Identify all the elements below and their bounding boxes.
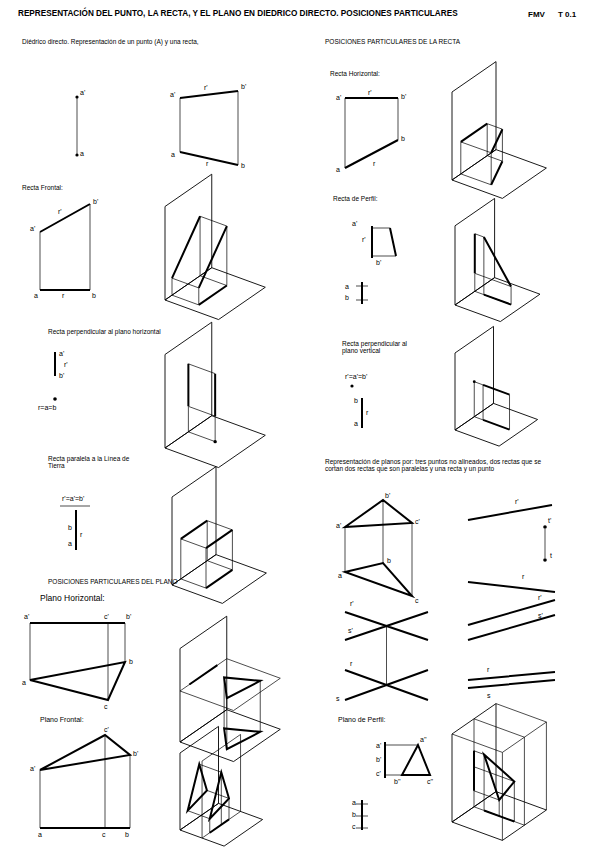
point-label: a <box>68 540 72 548</box>
point-label: b <box>401 135 405 143</box>
section-heading: Plano de Perfil: <box>338 716 385 724</box>
sheet-title: REPRESENTACIÓN DEL PUNTO, LA RECTA, Y EL… <box>18 9 458 18</box>
point-label: c <box>104 703 108 711</box>
point-label: b' <box>376 259 381 267</box>
point-label: b' <box>126 613 131 621</box>
point-label: b' <box>59 372 64 380</box>
point-label: b <box>125 831 129 839</box>
point-label: a' <box>336 94 341 102</box>
point-label: b <box>68 524 72 532</box>
point-label: a' <box>352 220 357 228</box>
point-label: a' <box>30 225 35 233</box>
point-label: a' <box>59 350 64 358</box>
point-label: c' <box>376 770 381 778</box>
point-label: a' <box>80 89 85 97</box>
point-label: r <box>206 160 208 168</box>
point-label: b <box>352 811 356 819</box>
sheet-code: T 0.1 <box>558 10 576 19</box>
point-label: b'' <box>394 778 401 786</box>
point-label: a <box>38 831 42 839</box>
section-heading: Recta de Perfil: <box>333 195 377 202</box>
point-label: r'=a'=b' <box>62 495 84 503</box>
section-heading: Recta Horizontal: <box>330 70 380 77</box>
point-label: c' <box>415 518 420 526</box>
point-label: b' <box>385 492 390 500</box>
point-label: s <box>336 695 340 703</box>
point-label: a' <box>170 91 175 99</box>
point-label: s <box>487 692 491 700</box>
point-label: b <box>354 397 358 405</box>
point-label: r <box>487 666 489 674</box>
point-label: r' <box>58 208 62 216</box>
section-heading: Recta paralela a la Línea de Tierra <box>48 455 143 470</box>
point-label: r' <box>515 498 519 506</box>
point-label: r' <box>204 84 208 92</box>
point-label: b' <box>93 198 98 206</box>
point-label: b' <box>376 756 381 764</box>
point-label: r' <box>538 594 542 602</box>
point-label: b <box>92 292 96 300</box>
point-label: b <box>345 294 349 302</box>
point-label: a <box>22 679 26 687</box>
point-label: a <box>336 166 340 174</box>
point-label: r <box>62 292 64 300</box>
point-label: s' <box>348 627 353 635</box>
point-label: r <box>522 573 524 581</box>
point-label: a <box>338 572 342 580</box>
point-label: r' <box>368 89 372 97</box>
point-label: t' <box>548 517 551 525</box>
point-label: c' <box>104 726 109 734</box>
section-heading: Representación de planos por: tres punto… <box>325 458 547 473</box>
point-label: a <box>354 420 358 428</box>
section-heading: Diédrico directo. Representación de un p… <box>22 38 199 45</box>
point-label: r=a=b <box>38 404 56 412</box>
point-label: r' <box>350 600 354 608</box>
point-label: a <box>352 799 356 807</box>
point-label: b <box>129 658 133 666</box>
section-heading: Recta perpendicular al plano horizontal <box>48 328 161 335</box>
point-label: a' <box>24 613 29 621</box>
point-label: c <box>352 823 356 831</box>
section-heading: POSICIONES PARTICULARES DE LA RECTA <box>325 38 460 45</box>
section-heading: POSICIONES PARTICULARES DEL PLANO <box>48 578 178 585</box>
point-label: r' <box>64 361 68 369</box>
sheet-code: FMV <box>528 10 545 19</box>
point-label: c <box>102 831 106 839</box>
section-heading: Recta Frontal: <box>22 184 63 191</box>
point-label: c <box>415 597 419 605</box>
point-label: a' <box>336 522 341 530</box>
point-label: t <box>550 552 552 560</box>
point-label: b <box>387 557 391 565</box>
point-label: b' <box>133 750 138 758</box>
point-label: b' <box>401 93 406 101</box>
section-heading: Plano Frontal: <box>40 716 84 724</box>
point-label: c' <box>104 613 109 621</box>
point-label: r <box>350 660 352 668</box>
point-label: s' <box>538 612 543 620</box>
section-heading: Plano Horizontal: <box>40 594 105 604</box>
point-label: b <box>241 162 245 170</box>
point-label: a <box>171 151 175 159</box>
point-label: a' <box>376 742 381 750</box>
point-label: a' <box>30 765 35 773</box>
point-label: r <box>80 531 82 539</box>
point-label: a <box>345 283 349 291</box>
point-label: r <box>366 409 368 417</box>
point-label: c'' <box>427 778 433 786</box>
point-label: b' <box>241 83 246 91</box>
point-label: a <box>80 150 84 158</box>
point-label: r'=a'=b' <box>345 373 367 381</box>
section-heading: Recta perpendicular al plano vertical <box>342 340 424 355</box>
point-label: a <box>34 292 38 300</box>
point-label: a'' <box>420 736 427 744</box>
point-label: r' <box>362 236 366 244</box>
point-label: r <box>373 160 375 168</box>
